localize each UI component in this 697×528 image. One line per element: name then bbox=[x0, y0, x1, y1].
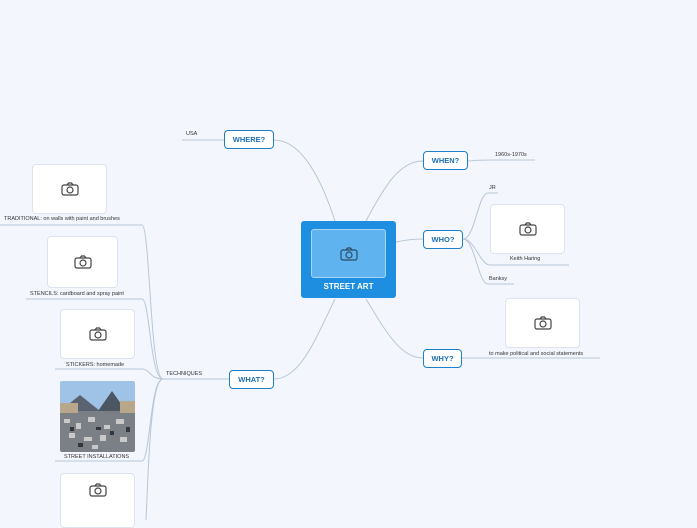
topic-when[interactable]: WHEN? bbox=[423, 151, 468, 170]
camera-icon bbox=[88, 327, 107, 341]
traditional-image bbox=[32, 164, 107, 214]
where-item-usa[interactable]: USA bbox=[186, 131, 198, 137]
camera-icon bbox=[60, 182, 79, 196]
when-item-date[interactable]: 1960s-1970s bbox=[495, 152, 527, 158]
stencils-image bbox=[47, 236, 118, 288]
street-installation-photo bbox=[60, 381, 135, 452]
central-title: STREET ART bbox=[323, 282, 374, 291]
technique-stencils[interactable]: STENCILS: cardboard and spray paint bbox=[30, 291, 124, 297]
what-subtopic-techniques[interactable]: TECHNIQUES bbox=[166, 371, 203, 377]
why-item-statement[interactable]: to make political and social statements bbox=[489, 351, 584, 357]
central-image bbox=[311, 229, 386, 278]
camera-icon bbox=[518, 222, 537, 236]
central-topic[interactable]: STREET ART bbox=[301, 221, 396, 298]
technique-street-installations[interactable]: STREET INSTALLATIONS bbox=[64, 454, 130, 460]
technique-stickers[interactable]: STICKERS: homemade bbox=[66, 362, 125, 368]
stickers-image bbox=[60, 309, 135, 359]
topic-what[interactable]: WHAT? bbox=[229, 370, 274, 389]
camera-icon bbox=[339, 246, 358, 261]
camera-icon bbox=[533, 316, 552, 330]
keith-haring-image bbox=[490, 204, 565, 254]
topic-who[interactable]: WHO? bbox=[423, 230, 463, 249]
camera-icon bbox=[88, 482, 107, 497]
technique-traditional[interactable]: TRADITIONAL: on walls with paint and bru… bbox=[4, 216, 120, 222]
camera-icon bbox=[73, 255, 92, 269]
who-item-keith-haring[interactable]: Keith Haring bbox=[510, 256, 541, 262]
topic-where[interactable]: WHERE? bbox=[224, 130, 274, 149]
technique-extra-image bbox=[60, 473, 135, 528]
who-item-banksy[interactable]: Banksy bbox=[489, 276, 508, 282]
topic-why[interactable]: WHY? bbox=[423, 349, 462, 368]
who-item-jr[interactable]: JR bbox=[489, 185, 496, 191]
why-image bbox=[505, 298, 580, 348]
